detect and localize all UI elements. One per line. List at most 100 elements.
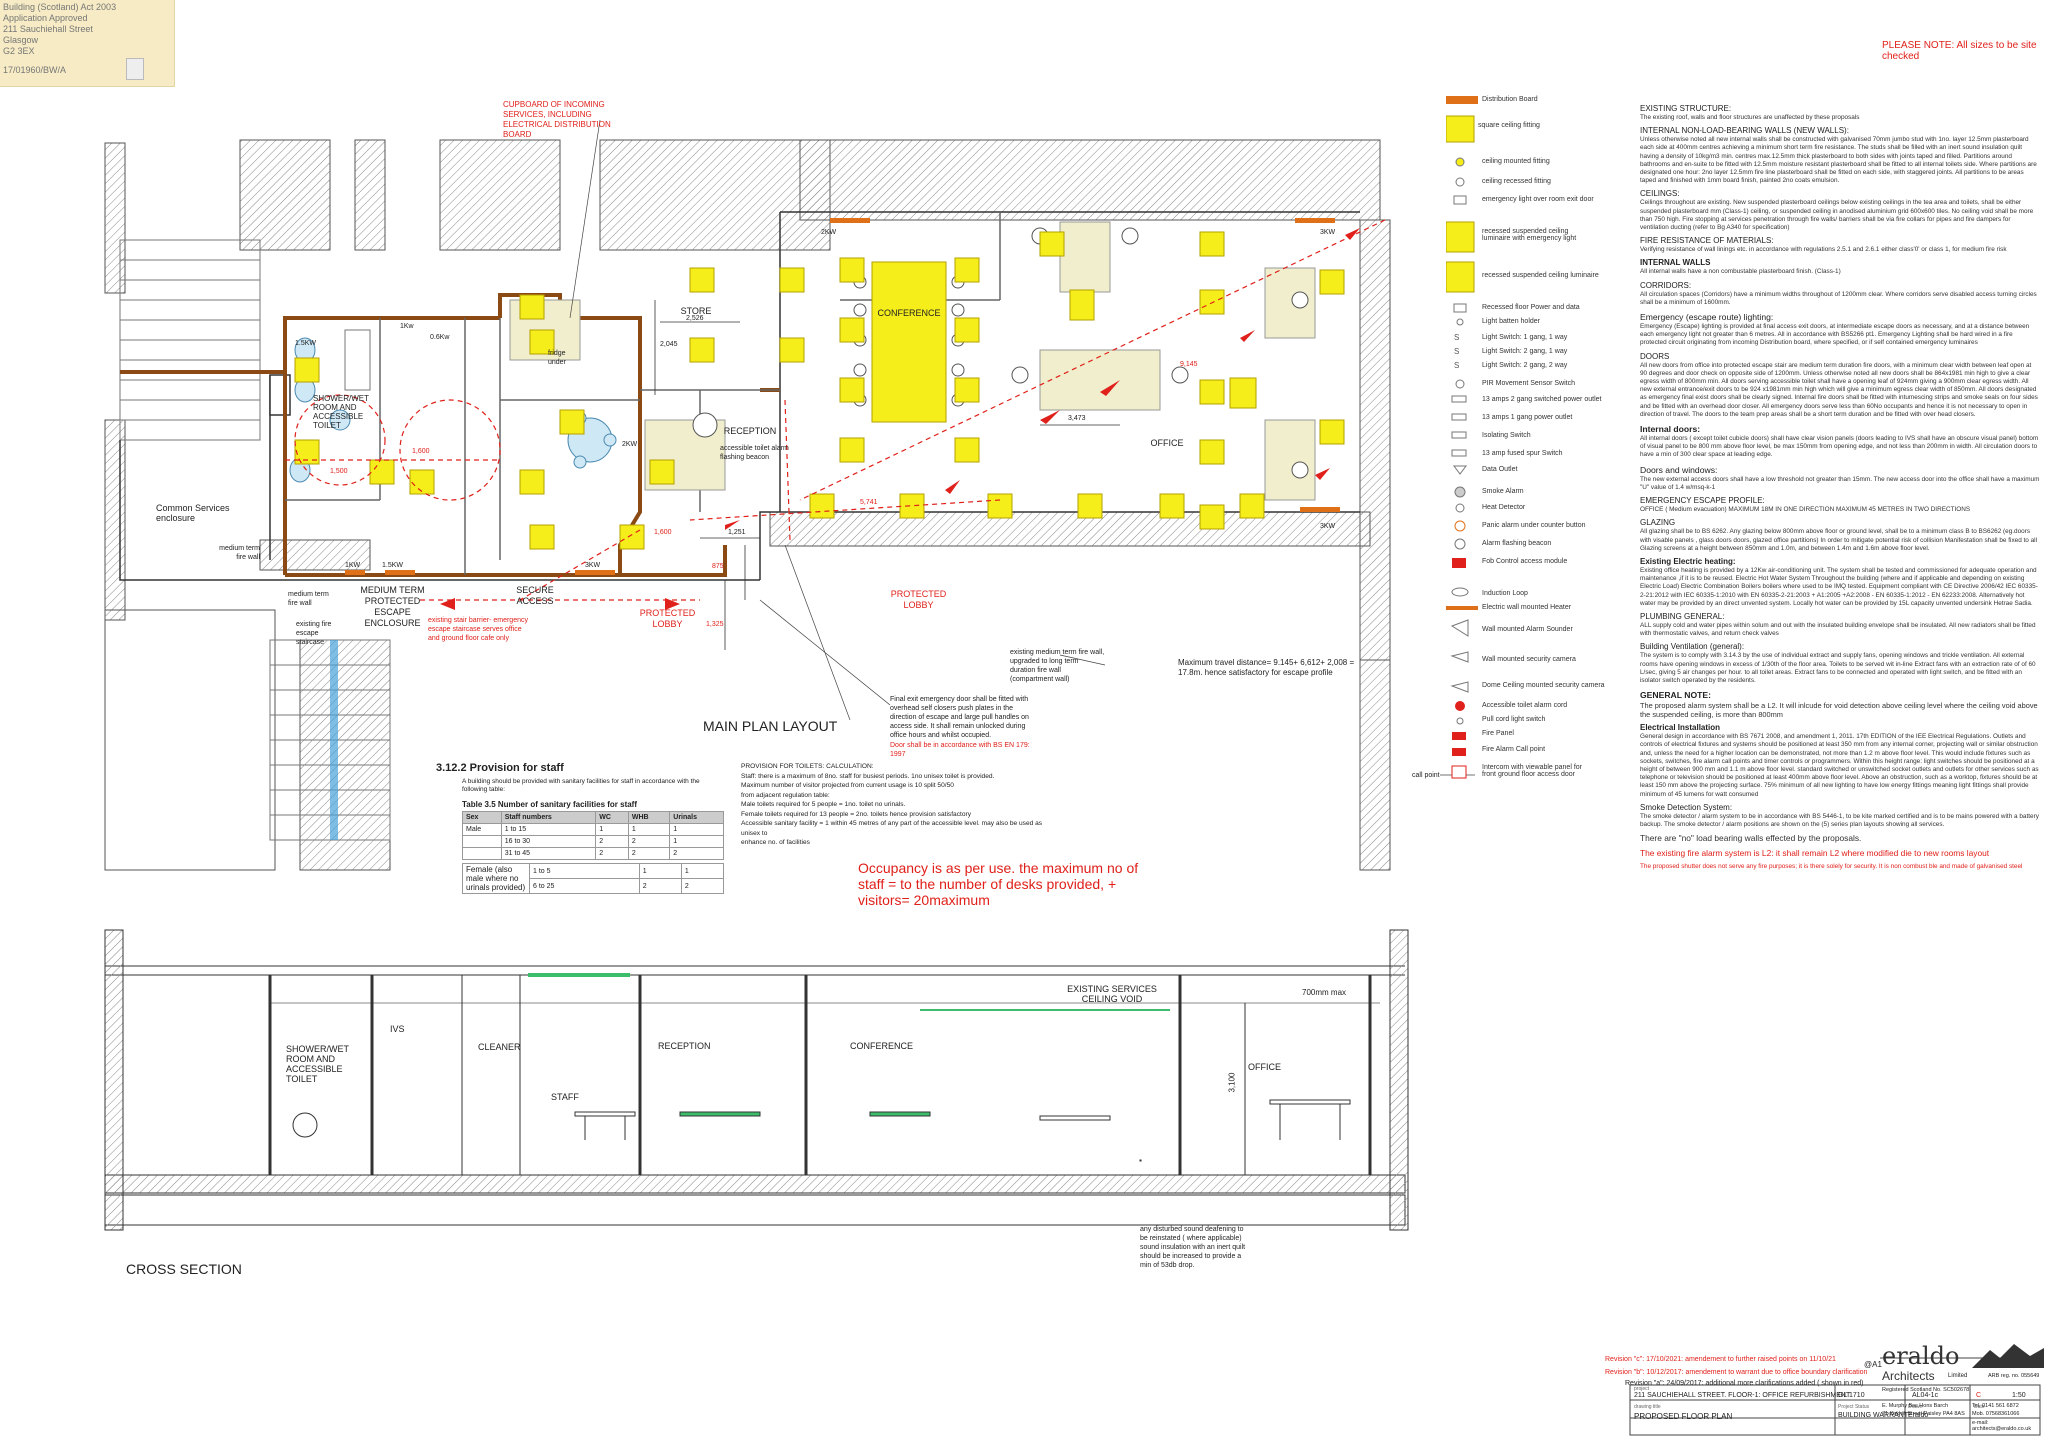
- power-label: 2KW: [622, 441, 638, 448]
- firm-arb: ARB reg. no. 055649: [1988, 1373, 2040, 1379]
- legend-item: Light Switch: 1 gang, 1 way: [1482, 334, 1568, 341]
- tb-project-label: project: [1634, 1386, 1650, 1392]
- note-heading: EXISTING STRUCTURE:: [1640, 104, 1732, 113]
- note-heading: EMERGENCY ESCAPE PROFILE:: [1640, 496, 1765, 506]
- main-plan-title: MAIN PLAN LAYOUT: [703, 718, 838, 734]
- calc-line: from adjacent regulation table:: [741, 791, 830, 799]
- table-cell: 2: [680, 878, 725, 894]
- note-heading: CORRIDORS:: [1640, 280, 1692, 290]
- revision-c: Revision "c": 17/10/2021: amendement to …: [1605, 1356, 1836, 1363]
- table-cell: Male: [462, 823, 502, 836]
- legend-item: Heat Detector: [1482, 504, 1526, 511]
- section-label-conference: CONFERENCE: [850, 1041, 914, 1051]
- call-point-label: call point: [1412, 772, 1440, 779]
- legend-item: Wall mounted Alarm Sounder: [1482, 626, 1573, 633]
- svg-text:S: S: [1454, 347, 1459, 356]
- dimension-label: 875: [712, 563, 724, 570]
- calc-line: Male toilets required for 5 people = 1no…: [741, 801, 906, 808]
- calc-line: Maximum number of visitor projected from…: [741, 782, 954, 789]
- table-cell: 1: [627, 823, 671, 836]
- secure-access-label: SECURE ACCESS: [516, 585, 554, 606]
- dimension-label: 5,741: [860, 499, 878, 506]
- legend-item: Isolating Switch: [1482, 432, 1531, 439]
- firm-name: eraldo: [1882, 1342, 1960, 1370]
- dimension-label: 1,600: [654, 529, 672, 536]
- section-void-dim: 700mm max: [1302, 988, 1347, 997]
- note-heading: PLUMBING GENERAL:: [1640, 611, 1725, 621]
- table-row: Male 1 to 15 1 1 1: [462, 823, 724, 836]
- dimension-lines: [654, 300, 1120, 650]
- power-label: 3KW: [1320, 523, 1336, 530]
- section-label-staff: STAFF: [551, 1092, 579, 1102]
- leader-lines: [569, 119, 1475, 776]
- table-cell: 1 to 15: [500, 823, 597, 836]
- stamp-line: 211 Sauchiehall Street: [3, 24, 93, 34]
- note-text: General design in accordance with BS 767…: [1640, 733, 2039, 798]
- note-heading: DOORS: [1640, 351, 1670, 361]
- table-cell: 31 to 45: [500, 847, 597, 860]
- legend: S S S Distribution Board square ceiling …: [1446, 96, 1636, 786]
- power-label: 1Kw: [400, 323, 414, 330]
- table-header: Urinals: [669, 811, 724, 824]
- power-label: 3KW: [1320, 229, 1336, 236]
- dimension-label: 3,473: [1068, 415, 1086, 422]
- mountain-logo-icon: [1972, 1344, 2044, 1368]
- room-label-shower: SHOWER/WET ROOM AND ACCESSIBLE TOILET: [313, 394, 369, 430]
- firm-limited: Limited: [1948, 1373, 1968, 1379]
- note-text: ALL supply cold and water pipes within s…: [1640, 621, 2036, 638]
- tb-job: GL 1710: [1838, 1392, 1865, 1399]
- legend-item: 13 amps 1 gang power outlet: [1482, 414, 1573, 421]
- table-row: 16 to 30 2 2 1: [462, 835, 724, 848]
- sanitary-table: Sex Staff numbers WC WHB Urinals Male 1 …: [462, 811, 724, 860]
- stamp-line: Building (Scotland) Act 2003: [3, 2, 117, 12]
- toilet-calculation: PROVISION FOR TOILETS: CALCULATION: Staf…: [741, 762, 1061, 848]
- note-text: Ceilings throughout are existing. New su…: [1640, 199, 2034, 232]
- section-label-shower: SHOWER/WET ROOM AND ACCESSIBLE TOILET: [286, 1044, 349, 1084]
- note-text: The new external access doors shall have…: [1640, 475, 2040, 491]
- firm-tel: Tel. 0141 561 6872: [1972, 1403, 2019, 1409]
- legend-item: Alarm flashing beacon: [1482, 540, 1552, 547]
- protected-lobby-label: PROTECTED LOBBY: [639, 608, 696, 629]
- table-cell: [462, 835, 502, 848]
- table-cell: 2: [638, 878, 682, 894]
- tb-status: BUILDING WARRANT: [1838, 1412, 1909, 1419]
- specification-notes: EXISTING STRUCTURE: The existing roof, w…: [1640, 104, 2040, 871]
- firm-mob: Mob. 07568361066: [1972, 1411, 2020, 1417]
- table-cell: 2: [627, 835, 671, 848]
- table-cell: 1: [680, 863, 725, 879]
- ceiling-luminaires: [294, 231, 1345, 550]
- note-heading: Emergency (escape route) lighting:: [1640, 312, 1774, 323]
- note-text: Verifying resistance of wall linings etc…: [1640, 246, 2007, 254]
- stamp-logo-icon: [126, 58, 144, 80]
- conference-table: [871, 261, 947, 423]
- legend-item: Fire Alarm Call point: [1482, 746, 1546, 753]
- table-header: WHB: [627, 811, 671, 824]
- table-cell: 1: [595, 823, 629, 836]
- legend-item: 13 amp fused spur Switch: [1482, 450, 1563, 457]
- accessible-alarm-note: accessible toilet alarm flashing beacon: [720, 445, 789, 461]
- table-cell: 6 to 25: [529, 878, 640, 894]
- note-heading: GENERAL NOTE:: [1640, 690, 1711, 701]
- note-text: The proposed alarm system shall be a L2.…: [1640, 701, 2038, 720]
- room-label-conference: CONFERENCE: [877, 308, 941, 318]
- sound-insulation-note: any disturbed sound deafening to be rein…: [1140, 1226, 1246, 1269]
- note-text: Emergency (Escape) lighting is provided …: [1640, 323, 2030, 347]
- stair-barrier-note: existing stair barrier- emergency escape…: [428, 617, 528, 642]
- calc-title: PROVISION FOR TOILETS: CALCULATION:: [741, 763, 874, 770]
- legend-item: Smoke Alarm: [1482, 488, 1524, 495]
- section-label-ivs: IVS: [390, 1024, 405, 1034]
- note-text: Existing office heating is provided by a…: [1640, 566, 2038, 607]
- table-header: Sex: [462, 811, 502, 824]
- legend-item: recessed suspended ceiling luminaire: [1482, 272, 1599, 279]
- calc-line: Staff: there is a maximum of 8no. staff …: [741, 772, 995, 780]
- legend-item: Light batten holder: [1482, 318, 1540, 325]
- room-label-common: Common Services enclosure: [156, 503, 230, 523]
- escape-routes: [285, 219, 1386, 601]
- cross-section: [104, 929, 1409, 1231]
- provision-intro: A building should be provided with sanit…: [462, 778, 700, 793]
- firm-name-2: Architects: [1882, 1369, 1935, 1383]
- legend-item: Dome Ceiling mounted security camera: [1482, 682, 1605, 689]
- room-label-store: STORE: [680, 306, 712, 316]
- legend-item: recessed suspended ceiling luminaire wit…: [1482, 228, 1577, 242]
- section-height-dim: 3,100: [1227, 1072, 1237, 1093]
